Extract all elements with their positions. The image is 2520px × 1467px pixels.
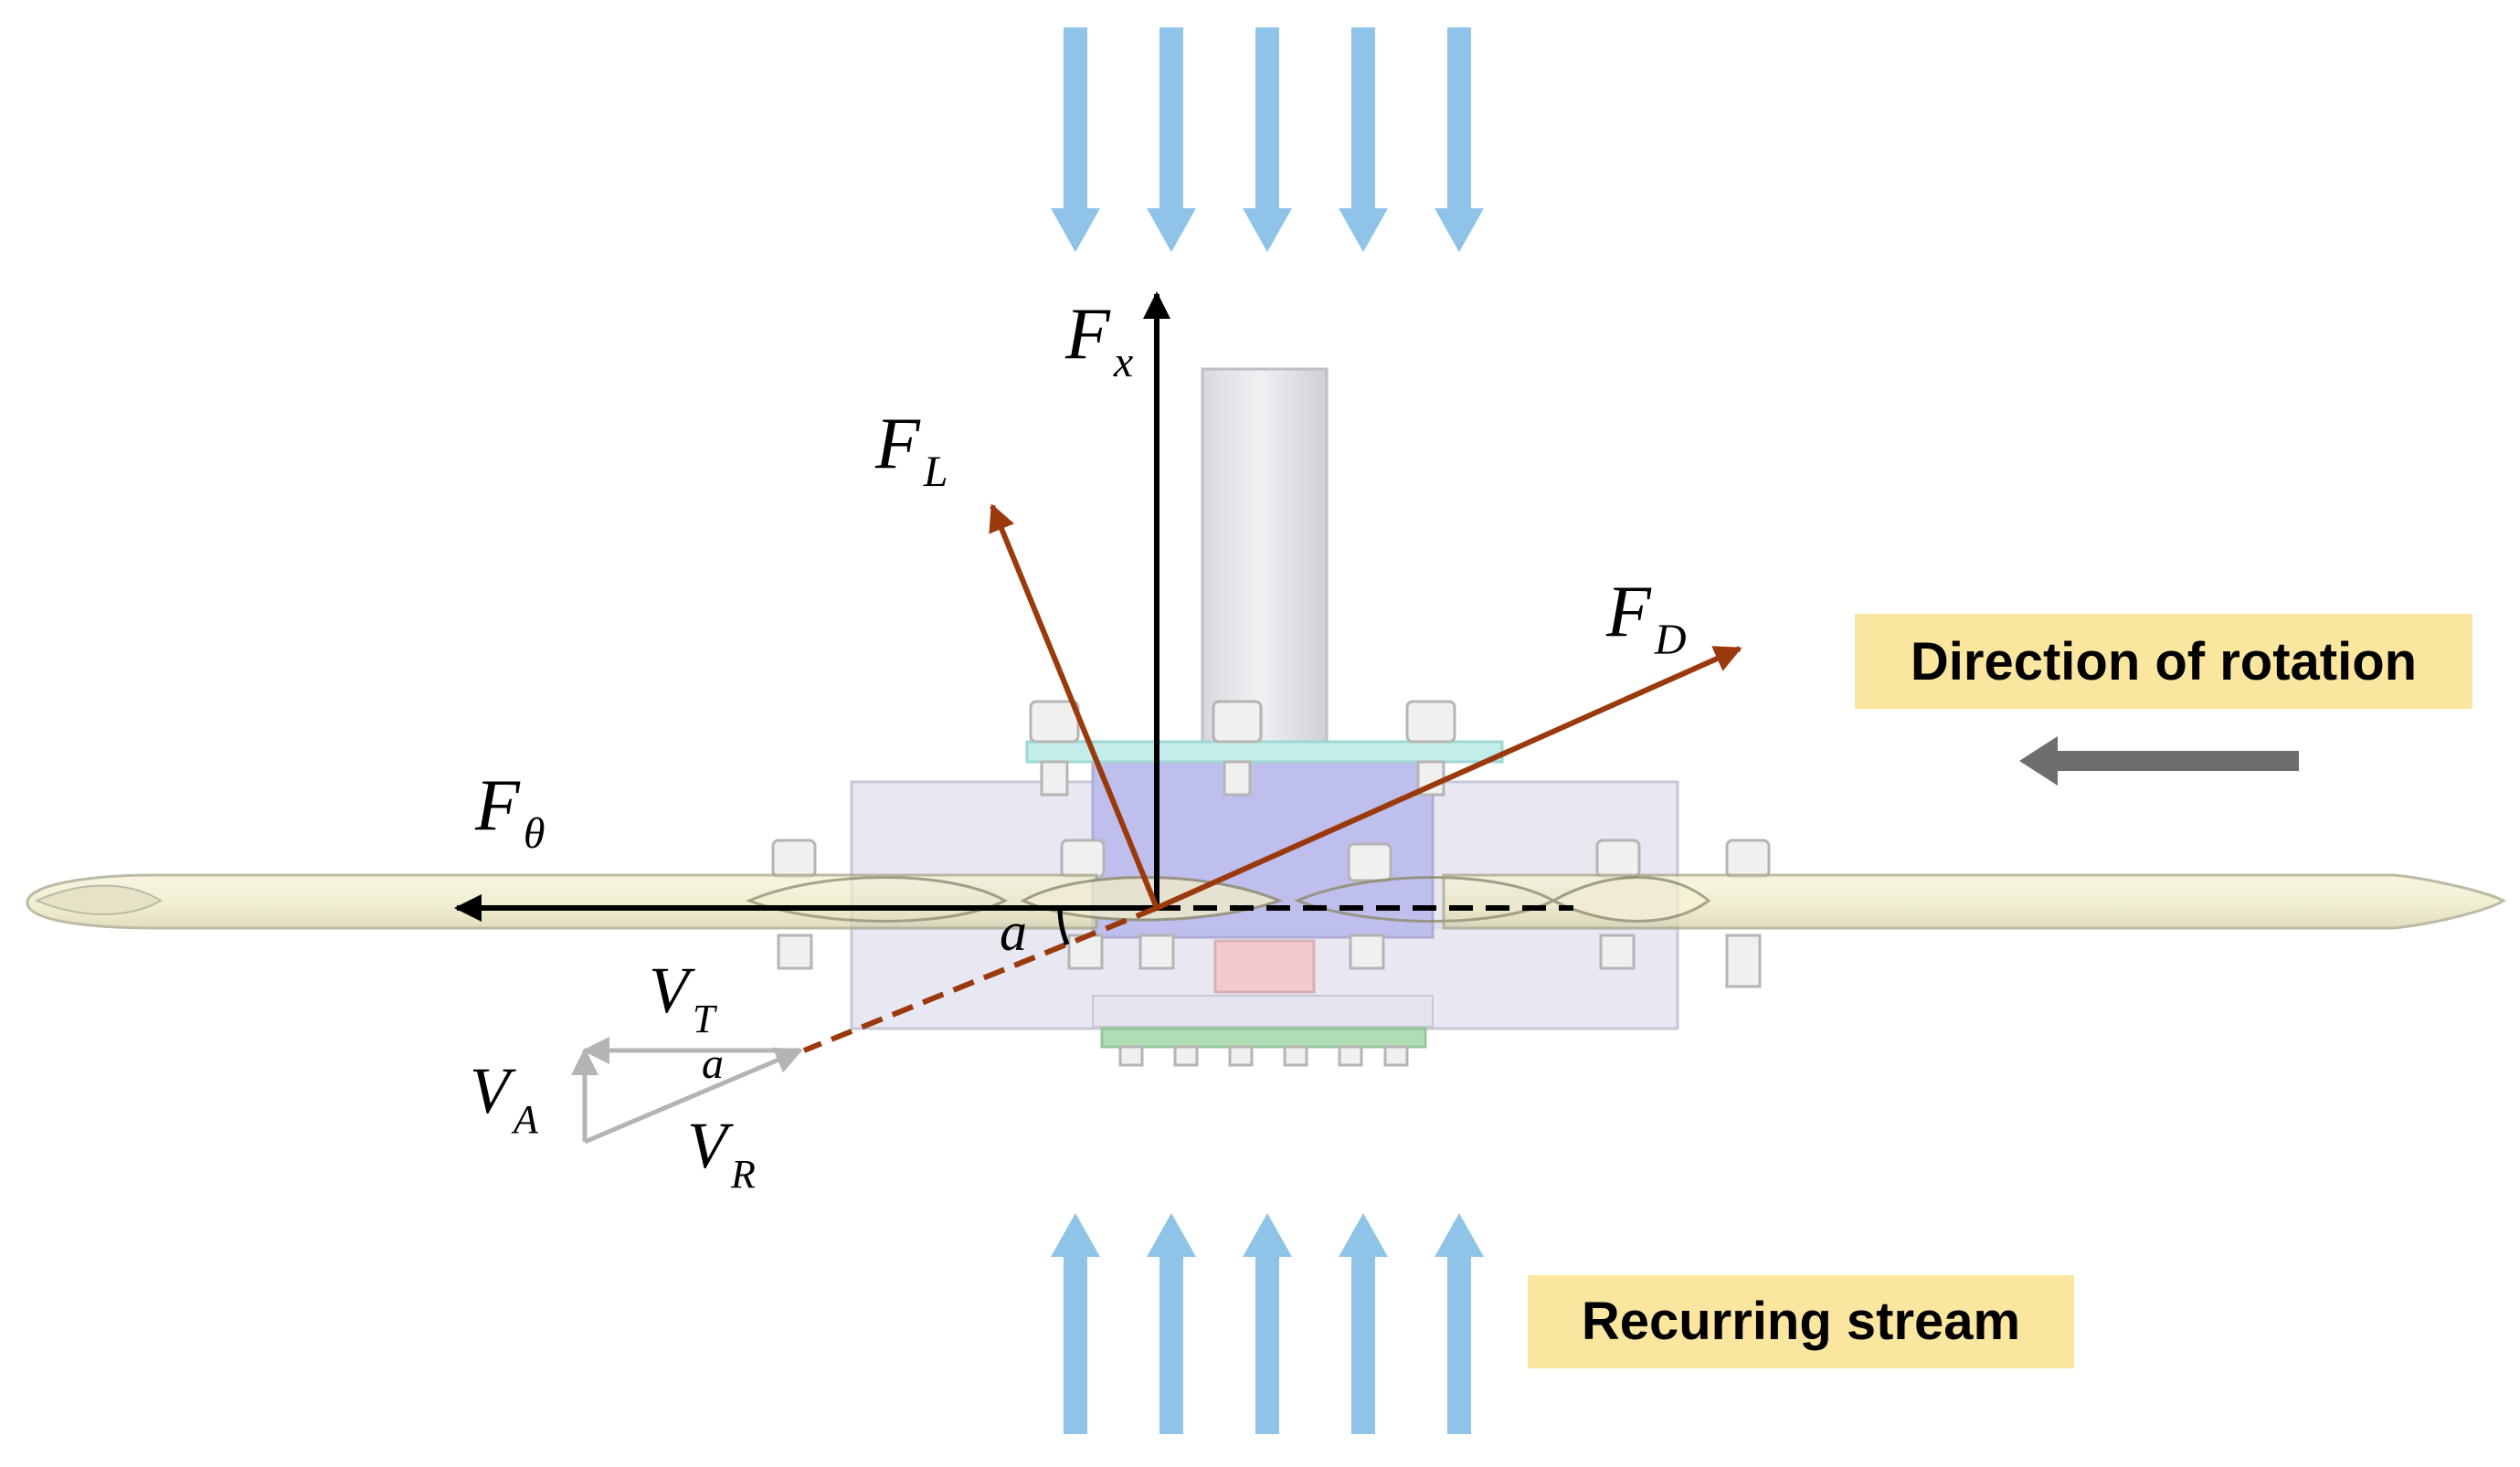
lower-hub — [1213, 939, 1316, 994]
incoming-flow-arrows — [1051, 27, 1484, 252]
flow-arrow-up-2 — [1147, 1213, 1196, 1434]
flow-arrow-down-2 — [1147, 27, 1196, 252]
stream-banner: Recurring stream — [1528, 1275, 2074, 1368]
vt-label: VT — [649, 954, 718, 1041]
force-vectors — [454, 291, 1742, 1053]
flow-arrow-down-4 — [1339, 27, 1388, 252]
vector-labels: Fx FL FD Fθ a VT VA VR a — [470, 294, 1687, 1197]
fx-label: Fx — [1064, 294, 1133, 386]
vr-vector — [584, 1047, 803, 1145]
mid-bolts — [771, 839, 1771, 988]
stream-banner-text: Recurring stream — [1582, 1292, 2020, 1351]
relative-velocity-dashed-line — [802, 905, 1159, 1053]
fl-vector — [989, 503, 1159, 910]
va-label: VA — [470, 1054, 539, 1142]
turbine-assembly — [771, 367, 1771, 1067]
flow-arrow-up-4 — [1339, 1213, 1388, 1434]
velocity-triangle — [571, 1037, 803, 1145]
flow-arrow-up-1 — [1051, 1213, 1100, 1434]
angle-arc — [1057, 907, 1070, 945]
fd-vector — [1155, 646, 1742, 911]
fl-label: FL — [874, 404, 948, 496]
left-blade — [26, 873, 1098, 930]
flow-arrow-down-5 — [1435, 27, 1484, 252]
flow-arrow-down-3 — [1243, 27, 1292, 252]
flow-arrow-down-1 — [1051, 27, 1100, 252]
bottom-plate — [1100, 1027, 1427, 1049]
rotation-banner-text: Direction of rotation — [1911, 632, 2417, 691]
rotation-direction-arrow — [2019, 736, 2299, 786]
alpha-label: a — [1000, 902, 1027, 962]
vr-label: VR — [687, 1109, 756, 1197]
flow-arrow-up-3 — [1243, 1213, 1292, 1434]
alpha-small-label: a — [702, 1040, 724, 1088]
ftheta-label: Fθ — [474, 765, 545, 858]
fd-label: FD — [1605, 572, 1687, 664]
flow-arrow-up-5 — [1435, 1213, 1484, 1434]
recurring-flow-arrows — [1051, 1213, 1484, 1434]
rotation-banner: Direction of rotation — [1855, 614, 2472, 709]
right-blade — [1442, 873, 2507, 930]
shaft — [1201, 367, 1329, 755]
bottom-bolts — [1118, 1045, 1409, 1067]
